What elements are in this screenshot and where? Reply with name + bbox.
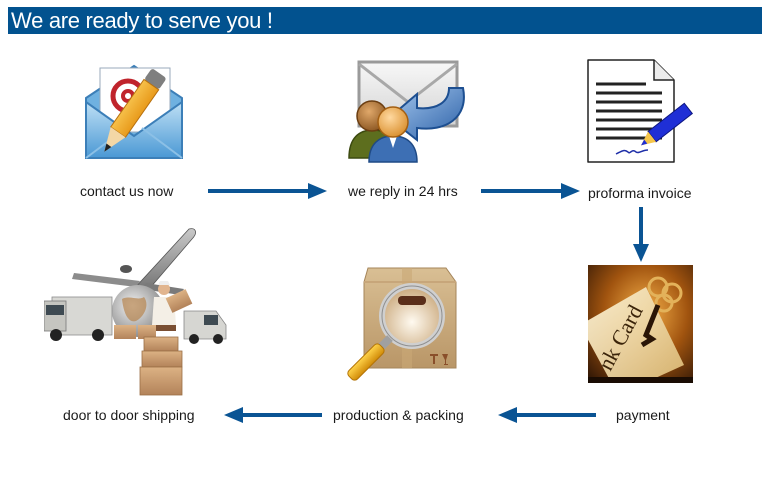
step-label-reply: we reply in 24 hrs	[348, 183, 458, 199]
step-label-contact: contact us now	[80, 183, 174, 199]
email-compose-icon	[85, 64, 183, 159]
banner-title: We are ready to serve you !	[11, 8, 273, 33]
arrow-right-icon	[208, 183, 327, 199]
step-label-shipping: door to door shipping	[63, 407, 195, 423]
arrow-down-icon	[633, 207, 649, 262]
step-label-payment: payment	[616, 407, 670, 423]
bank-card-key-icon: nk Card	[588, 265, 693, 383]
invoice-document-icon	[587, 59, 694, 163]
arrow-left-icon	[498, 407, 596, 423]
arrow-left-icon	[224, 407, 322, 423]
shipping-logistics-icon	[44, 228, 227, 396]
arrow-right-icon	[481, 183, 580, 199]
page-banner: We are ready to serve you !	[8, 7, 762, 34]
email-reply-icon	[348, 60, 465, 163]
box-magnifier-icon	[347, 267, 457, 381]
step-label-production: production & packing	[333, 407, 464, 423]
step-label-invoice: proforma invoice	[588, 185, 692, 201]
